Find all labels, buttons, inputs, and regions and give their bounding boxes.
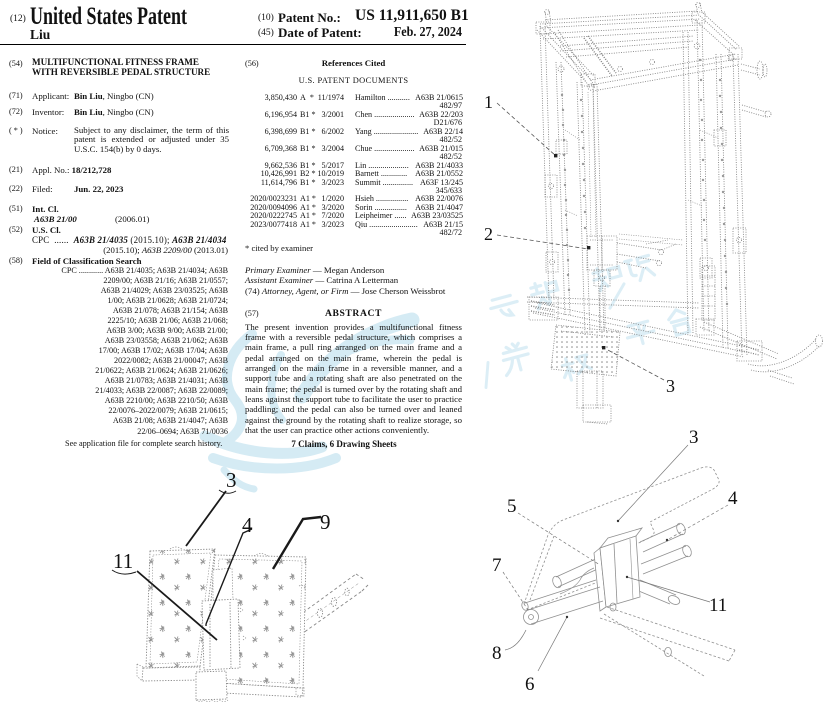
svg-text:6: 6 bbox=[525, 674, 535, 695]
svg-text:5: 5 bbox=[507, 496, 517, 517]
svg-text:11: 11 bbox=[113, 549, 133, 573]
svg-text:3: 3 bbox=[226, 468, 237, 492]
svg-text:11: 11 bbox=[709, 595, 727, 616]
svg-text:3: 3 bbox=[689, 427, 699, 448]
svg-text:8: 8 bbox=[492, 643, 502, 664]
svg-text:3: 3 bbox=[666, 376, 675, 396]
svg-text:2: 2 bbox=[484, 224, 493, 244]
svg-text:4: 4 bbox=[728, 488, 738, 509]
svg-text:1: 1 bbox=[484, 92, 493, 112]
svg-text:9: 9 bbox=[320, 510, 331, 534]
svg-text:4: 4 bbox=[242, 513, 253, 537]
svg-text:7: 7 bbox=[492, 555, 502, 576]
